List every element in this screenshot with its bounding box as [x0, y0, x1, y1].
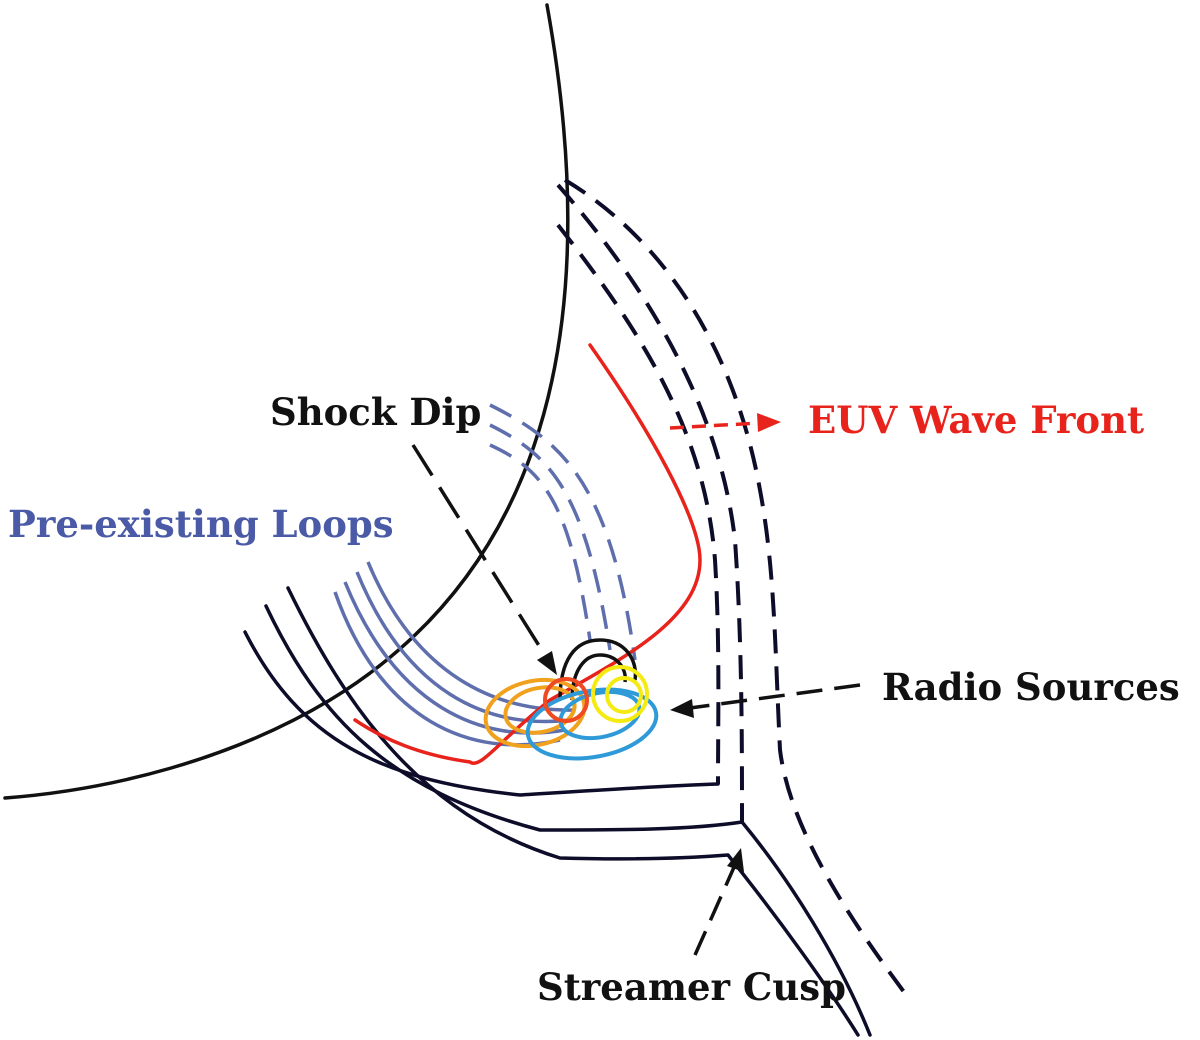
solar-limb [3, 3, 570, 800]
radio-source-red [543, 677, 589, 723]
radio-source-blue-inner [558, 689, 642, 741]
radio-source-yellow-inner [605, 676, 643, 714]
label-euv-wave-front: EUV Wave Front [808, 398, 1144, 442]
shock-dip-loops [558, 638, 638, 701]
label-streamer-cusp: Streamer Cusp [537, 965, 846, 1009]
euv-wave-front-curve [353, 343, 702, 765]
euv-wave-arrow [669, 413, 781, 432]
streamer-cusp-arrow [693, 848, 744, 956]
streamer-field-lines [243, 586, 872, 1037]
label-radio-sources: Radio Sources [882, 665, 1180, 709]
pre-existing-loops-dashed [489, 403, 637, 661]
radio-source-orange-outer [483, 678, 587, 748]
radio-sources [483, 665, 659, 761]
streamer-dashed-lines [556, 178, 912, 1002]
shock-dip-arrow [411, 444, 557, 675]
label-shock-dip: Shock Dip [270, 390, 481, 434]
label-pre-existing-loops: Pre-existing Loops [8, 502, 394, 546]
radio-source-yellow-outer [591, 665, 649, 723]
radio-sources-arrow [670, 683, 861, 718]
